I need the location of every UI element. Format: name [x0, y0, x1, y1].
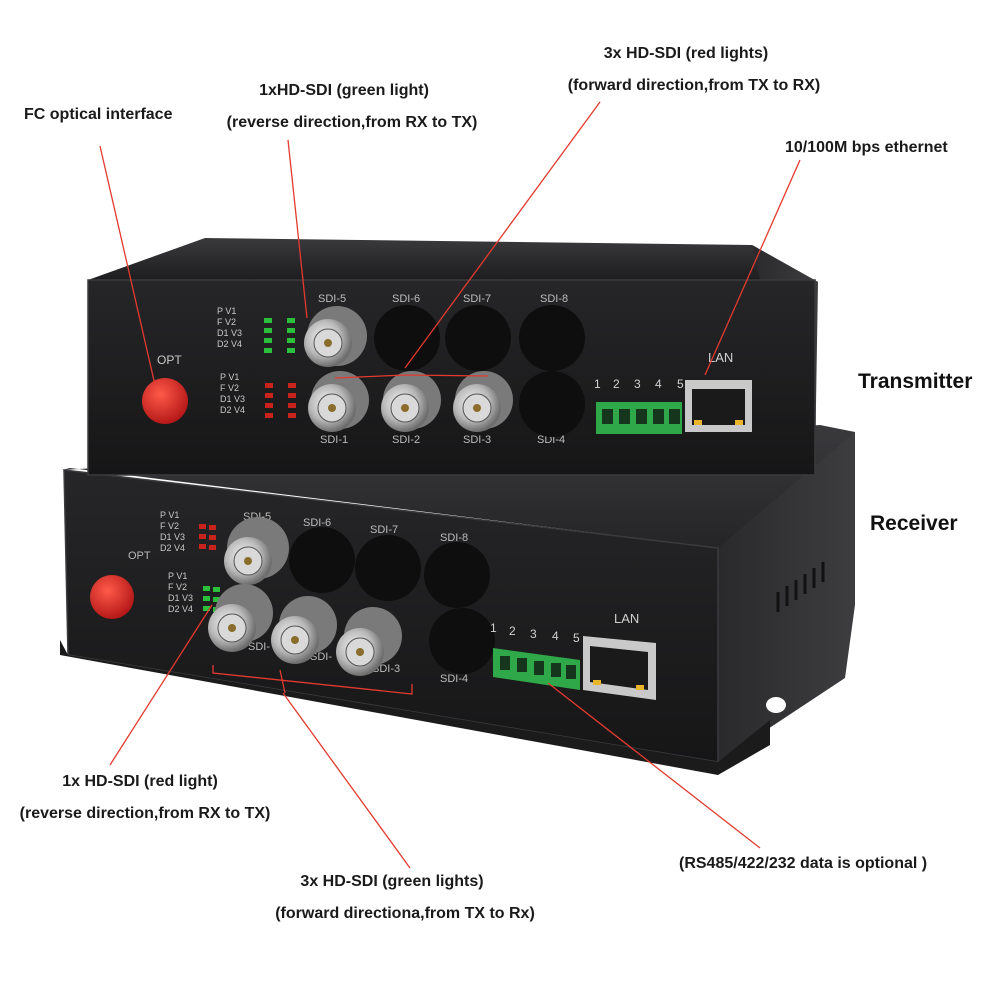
label-green-3-title: 3x HD-SDI (green lights): [300, 873, 484, 890]
receiver-led-label: P V1: [160, 510, 179, 520]
transmitter-bnc-connectors: [304, 306, 513, 432]
transmitter-bnc-sdi1[interactable]: [308, 371, 369, 432]
receiver-led-label: D1 V3: [160, 532, 185, 542]
transmitter-green-leds: [264, 318, 295, 353]
receiver-led-label: F V2: [168, 582, 187, 592]
transmitter-terminal-number: 2: [613, 377, 620, 391]
receiver-bnc-sdi2[interactable]: [271, 596, 337, 664]
receiver-mount-hole: [766, 697, 786, 713]
transmitter-sdi-label: SDI-2: [392, 434, 420, 446]
transmitter-sdi-label: SDI-1: [320, 434, 348, 446]
label-red-3-sub: (forward direction,from TX to RX): [567, 77, 821, 94]
transmitter-top: [88, 238, 818, 282]
receiver-lan-port[interactable]: [583, 636, 656, 700]
receiver-terminal-number: 3: [530, 627, 537, 641]
label-red-1-sub: (reverse direction,from RX to TX): [19, 805, 271, 822]
transmitter-led-label: D2 V4: [220, 405, 245, 415]
transmitter-led-label: F V2: [220, 383, 239, 393]
receiver-led-label: P V1: [168, 571, 187, 581]
receiver-led-label: F V2: [160, 521, 179, 531]
transmitter-unit: OPT P V1 F V2 D1 V3 D2 V4 P V1 F V2 D1 V…: [87, 238, 818, 476]
receiver-sdi-label: SDI-8: [440, 532, 468, 544]
receiver-bnc-sdi3[interactable]: [336, 607, 402, 676]
transmitter-blank-plugs: [374, 305, 585, 437]
receiver-sdi-label: SDI-: [310, 651, 332, 663]
receiver-terminal-number: 1: [490, 621, 497, 635]
receiver-led-label: D2 V4: [160, 543, 185, 553]
receiver-sdi-label: SDI-6: [303, 517, 331, 529]
pointer-green-3: [282, 692, 411, 869]
pointer-rs485: [547, 682, 761, 849]
receiver-opt-connector[interactable]: [90, 575, 134, 619]
transmitter-opt-label: OPT: [157, 353, 182, 367]
transmitter-led-label: D1 V3: [220, 394, 245, 404]
transmitter-led-label: F V2: [217, 317, 236, 327]
transmitter-terminal-number: 5: [677, 377, 684, 391]
transmitter-bnc-sdi2[interactable]: [381, 371, 441, 432]
pointer-ethernet: [704, 159, 801, 376]
transmitter-opt-connector[interactable]: [142, 378, 188, 424]
transmitter-sdi-label: SDI-7: [463, 293, 491, 305]
transmitter-terminal-block[interactable]: [596, 402, 682, 434]
transmitter-led-label: P V1: [217, 306, 236, 316]
transmitter-terminal-number: 4: [655, 377, 662, 391]
label-transmitter: Transmitter: [858, 370, 973, 393]
transmitter-led-label: D1 V3: [217, 328, 242, 338]
receiver-terminal-number: 4: [552, 629, 559, 643]
receiver-sdi-label: SDI-4: [440, 673, 468, 685]
receiver-bnc-connectors: [208, 517, 402, 676]
receiver-led-label: D1 V3: [168, 593, 193, 603]
pointer-red-3: [404, 101, 601, 369]
transmitter-led-label: D2 V4: [217, 339, 242, 349]
label-red-3-title: 3x HD-SDI (red lights): [603, 45, 769, 62]
label-green-1-sub: (reverse direction,from RX to TX): [226, 114, 478, 131]
label-ethernet: 10/100M bps ethernet: [785, 139, 948, 156]
pointer-red-3-bracket: [334, 374, 489, 379]
pointer-green-3-tick: [279, 669, 286, 694]
transmitter-sdi-label: SDI-5: [318, 293, 346, 305]
transmitter-bnc-sdi3[interactable]: [453, 371, 513, 432]
receiver-led-label: D2 V4: [168, 604, 193, 614]
receiver-terminal-number: 2: [509, 624, 516, 638]
transmitter-sdi-label: SDI-4: [537, 434, 565, 446]
receiver-terminal-number: 5: [573, 631, 580, 645]
transmitter-led-label: P V1: [220, 372, 239, 382]
receiver-sdi-label: SDI-: [248, 641, 270, 653]
transmitter-lan-port[interactable]: [685, 380, 752, 432]
transmitter-sdi-label: SDI-8: [540, 293, 568, 305]
transmitter-red-leds: [265, 383, 296, 418]
label-fc-optical: FC optical interface: [24, 106, 173, 123]
receiver-sdi-label: SDI-7: [370, 524, 398, 536]
pointer-fc-optical: [99, 145, 156, 386]
pointer-lines: [99, 101, 801, 869]
receiver-unit: OPT P V1 F V2 D1 V3 D2 V4 P V1 F V2 D1 V…: [60, 425, 855, 775]
receiver-opt-label: OPT: [128, 550, 151, 562]
pointer-green-1: [287, 139, 308, 319]
receiver-terminal-block[interactable]: [493, 648, 580, 690]
receiver-red-leds: [199, 524, 216, 550]
receiver-bnc-sdi1[interactable]: [208, 584, 273, 652]
transmitter-lan-label: LAN: [708, 350, 733, 365]
receiver-lan-label: LAN: [614, 611, 639, 626]
receiver-base-flange: [60, 640, 770, 775]
pointer-red-1: [109, 604, 213, 766]
receiver-blank-plugs: [289, 527, 495, 674]
transmitter-sdi-label: SDI-6: [392, 293, 420, 305]
transmitter-terminal-number: 1: [594, 377, 601, 391]
receiver-vents: [776, 562, 825, 612]
label-rs485: (RS485/422/232 data is optional ): [679, 855, 928, 872]
transmitter-front-panel: [87, 279, 816, 476]
pointer-green-3-bracket: [212, 665, 413, 695]
label-green-3-sub: (forward directiona,from TX to Rx): [275, 905, 535, 922]
receiver-bnc-sdi5[interactable]: [224, 517, 289, 585]
label-green-1-title: 1xHD-SDI (green light): [259, 82, 429, 99]
transmitter-bnc-sdi5[interactable]: [304, 306, 367, 367]
transmitter-terminal-number: 3: [634, 377, 641, 391]
transmitter-sdi-label: SDI-3: [463, 434, 491, 446]
label-red-1-title: 1x HD-SDI (red light): [62, 773, 218, 790]
label-receiver: Receiver: [870, 512, 958, 535]
